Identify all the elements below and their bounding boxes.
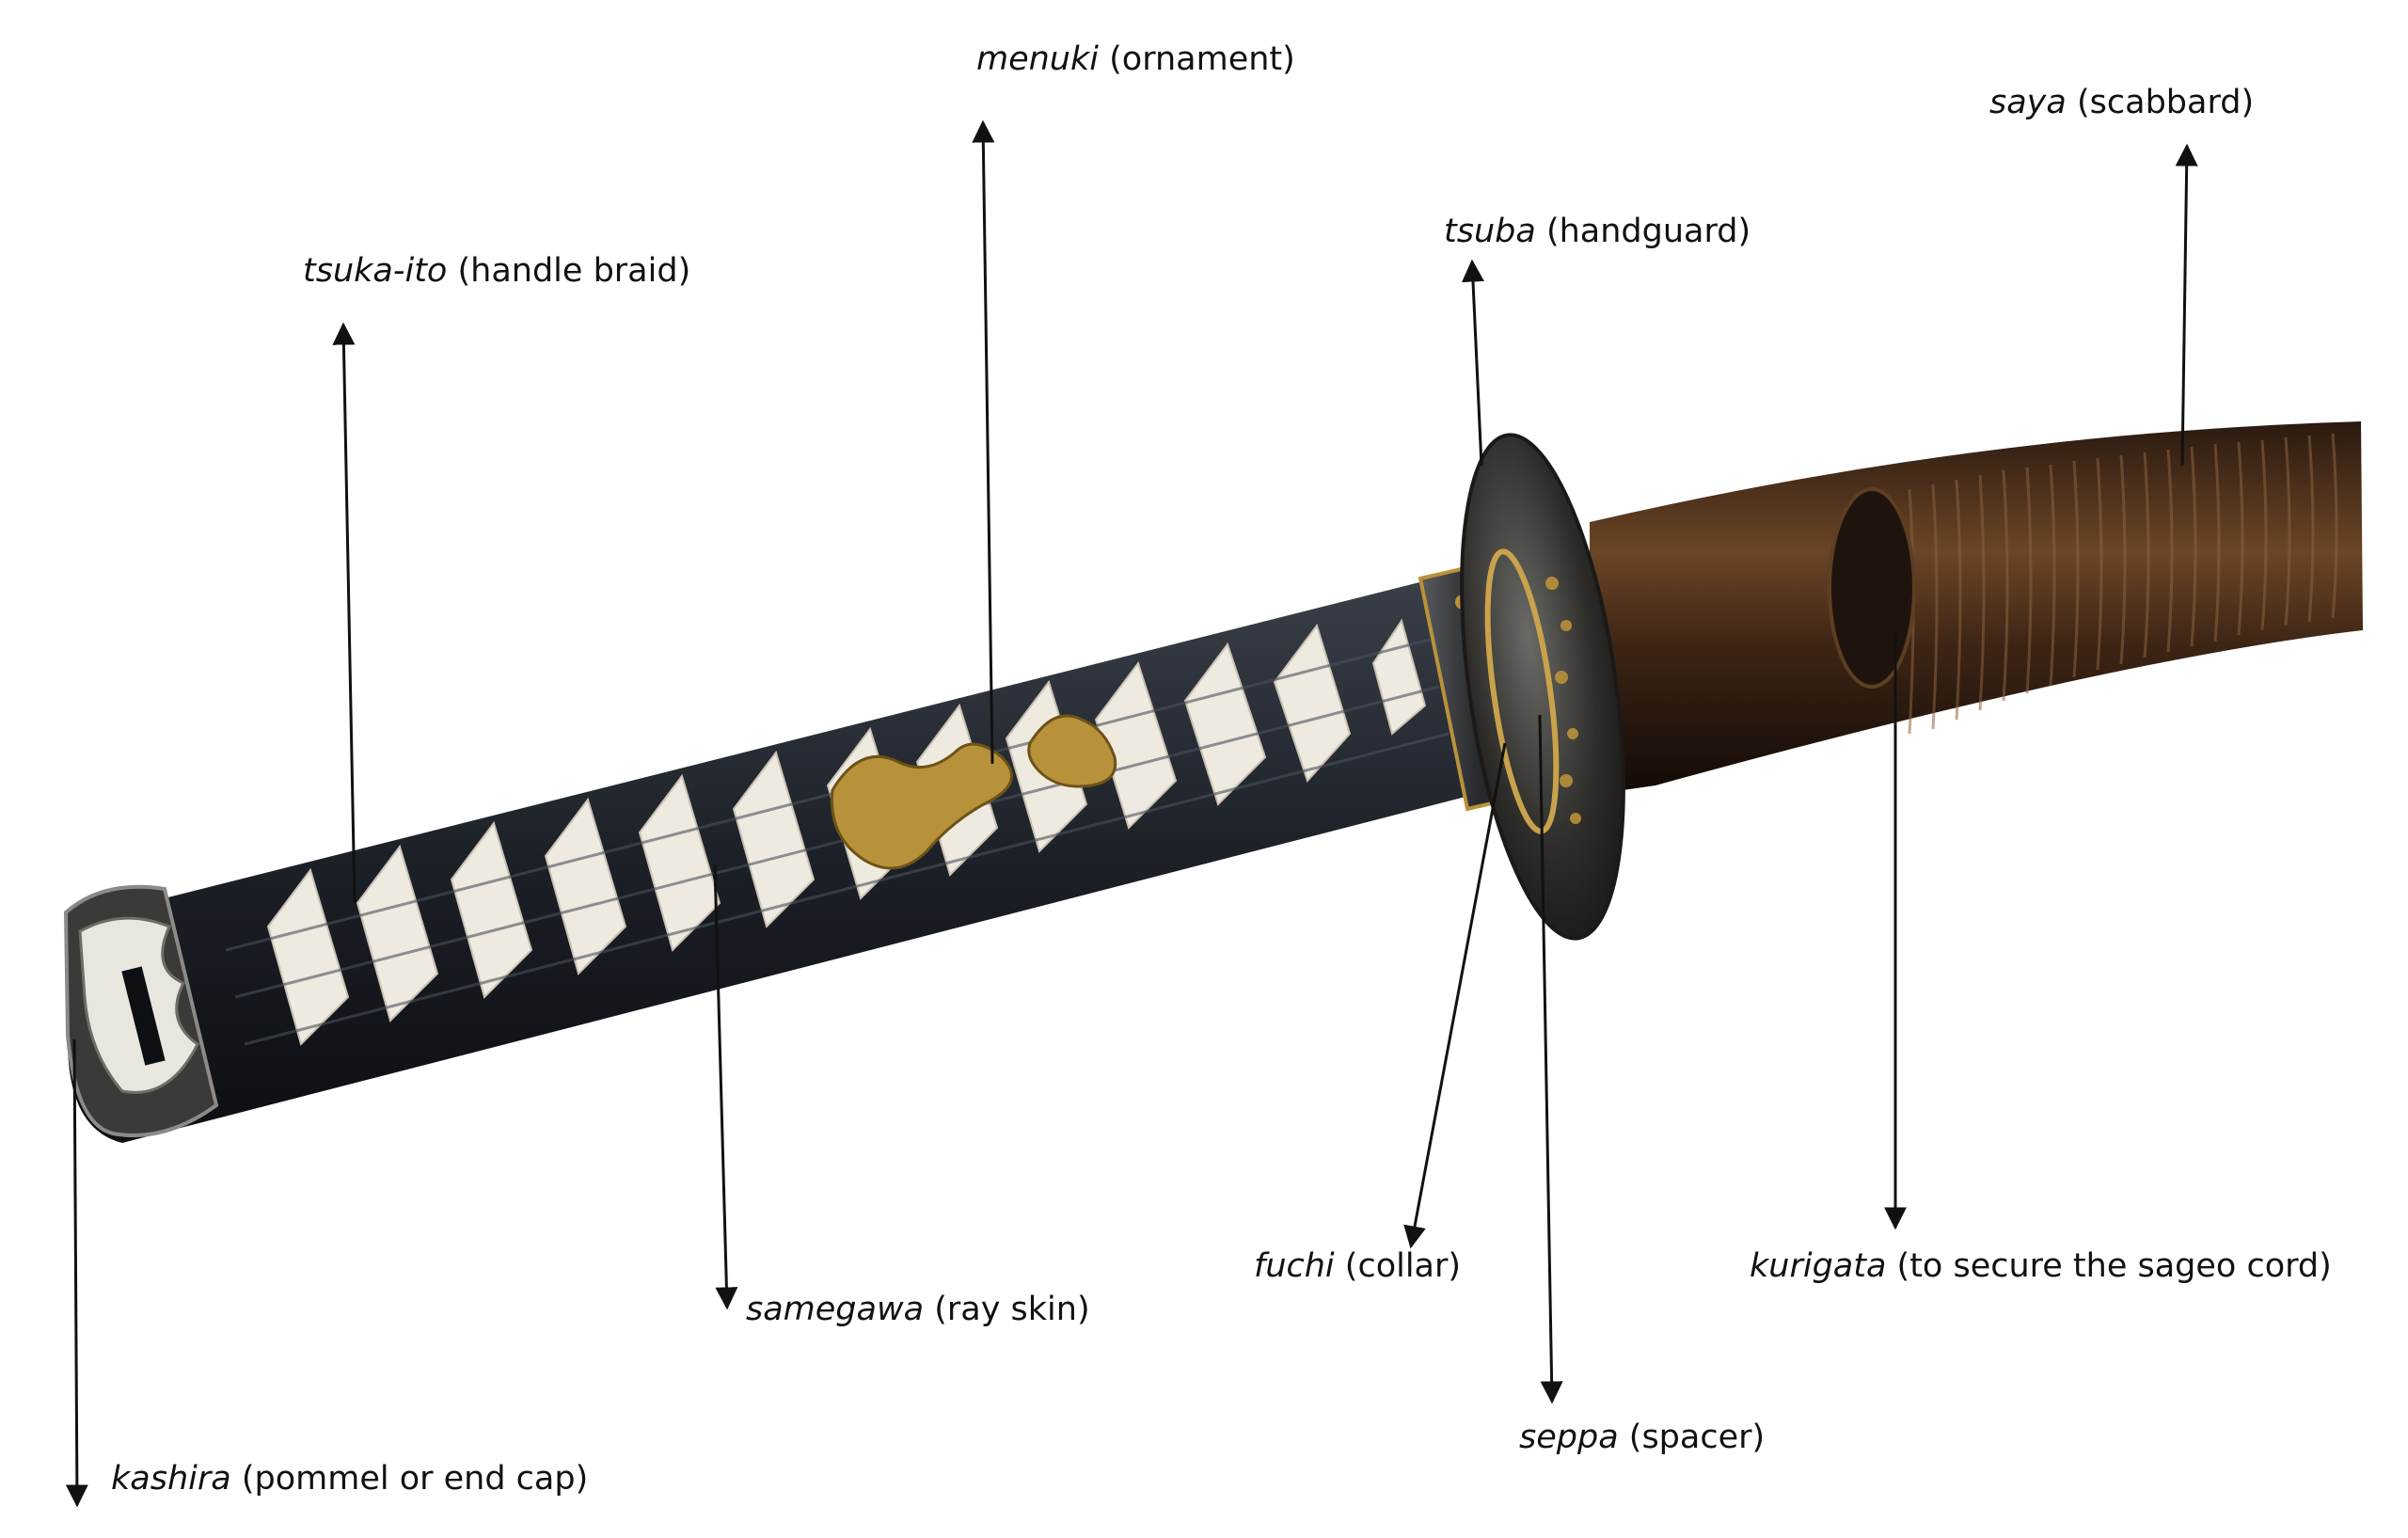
label-saya-term: saya [1989, 84, 2067, 121]
arrow-samegawa [713, 864, 738, 1310]
label-menuki-desc: (ornament) [1109, 40, 1295, 78]
label-tsuka-ito-desc: (handle braid) [457, 252, 691, 290]
label-tsuka-ito-term: tsuka-ito [303, 252, 448, 290]
tsuba-handguard [1460, 433, 1625, 941]
arrow-kashira [65, 1039, 88, 1508]
label-tsuba-term: tsuba [1444, 213, 1536, 250]
arrow-tsuba [1462, 259, 1484, 467]
label-kurigata-term: kurigata [1750, 1247, 1887, 1285]
label-samegawa-term: samegawa [746, 1291, 925, 1328]
tsuka-handle [67, 574, 1491, 1143]
label-tsuba: tsuba (handguard) [1444, 215, 1751, 248]
arrow-tsukaito [332, 322, 356, 904]
label-saya-desc: (scabbard) [2076, 84, 2255, 121]
label-menuki: menuki (ornament) [976, 43, 1295, 76]
label-menuki-term: menuki [976, 40, 1099, 78]
label-fuchi-term: fuchi [1254, 1247, 1335, 1285]
label-kurigata-desc: (to secure the sageo cord) [1896, 1247, 2332, 1285]
leader-lines [65, 119, 2198, 1508]
label-samegawa: samegawa (ray skin) [746, 1293, 1090, 1326]
arrow-fuchi [1403, 742, 1507, 1249]
arrow-saya [2175, 143, 2198, 467]
kurigata-knob [1828, 487, 1916, 689]
label-seppa: seppa (spacer) [1519, 1421, 1765, 1454]
saya-scabbard [1590, 421, 2363, 795]
label-kurigata: kurigata (to secure the sageo cord) [1750, 1250, 2332, 1283]
arrow-menuki [972, 119, 995, 765]
label-seppa-term: seppa [1519, 1419, 1619, 1456]
label-saya: saya (scabbard) [1989, 87, 2254, 119]
arrow-seppa [1538, 714, 1563, 1404]
label-kashira-desc: (pommel or end cap) [241, 1460, 589, 1498]
menuki-ornament [830, 714, 1117, 870]
kashira-pommel [63, 884, 219, 1137]
label-kashira: kashira (pommel or end cap) [111, 1463, 588, 1496]
label-seppa-desc: (spacer) [1628, 1419, 1766, 1456]
label-fuchi: fuchi (collar) [1254, 1250, 1461, 1283]
label-tsuba-desc: (handguard) [1545, 213, 1751, 250]
label-tsuka-ito: tsuka-ito (handle braid) [303, 255, 690, 288]
label-fuchi-desc: (collar) [1344, 1247, 1462, 1285]
label-kashira-term: kashira [111, 1460, 231, 1498]
label-samegawa-desc: (ray skin) [934, 1291, 1090, 1328]
